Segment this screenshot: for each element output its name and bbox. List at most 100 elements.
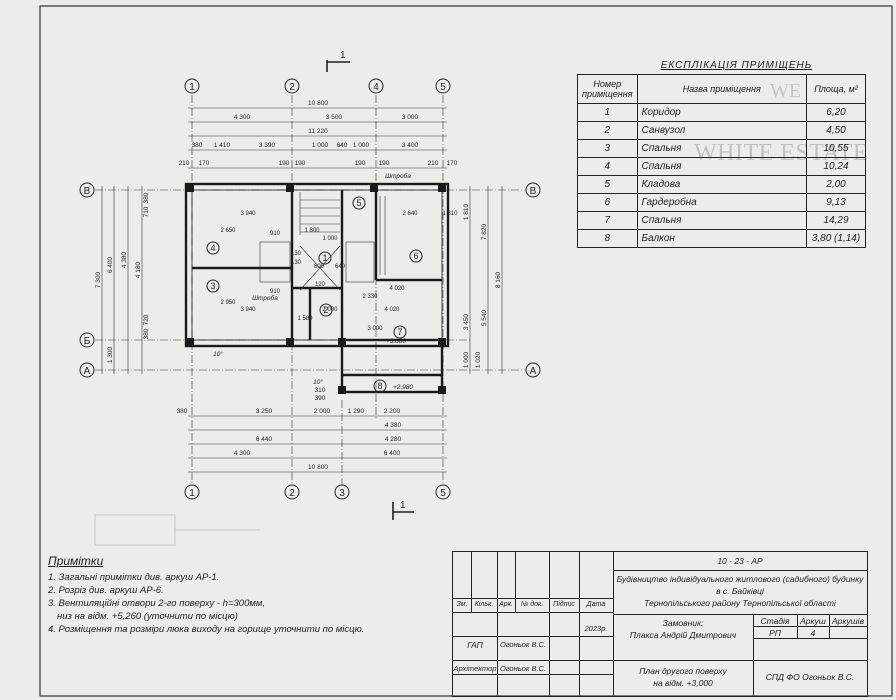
explication-title: ЕКСПЛІКАЦІЯ ПРИМІЩЕНЬ [660, 60, 813, 71]
note-item: низ на відм. +5,260 (уточнити по місцю) [57, 611, 238, 622]
room-dim-3: 2 950 [220, 300, 236, 306]
dim-left-e: 1 300 [107, 346, 114, 363]
stamp-customer-label: Замовник: [662, 618, 704, 628]
dim-top-g: 1 000 [312, 142, 329, 149]
stamp-company: СПД ФО Огоньок В.С. [765, 672, 855, 682]
axis-top-1: 1 [189, 82, 195, 93]
room-dim-17: 640 [335, 264, 346, 270]
stamp-sheet-header: Аркуш [800, 616, 826, 626]
axis-right-a: А [530, 366, 537, 377]
dim-top-i: 1 000 [353, 142, 370, 149]
slope-2: 10° [313, 378, 323, 386]
axis-top-2: 2 [289, 82, 295, 93]
dim-right-a: 8 160 [495, 271, 502, 288]
room-dim-9: 3 000 [367, 326, 383, 332]
dim-top-s8: 170 [447, 160, 458, 167]
dim-top-s1: 210 [179, 160, 190, 167]
room-number: 8 [577, 229, 638, 248]
axis-bottom-2: 2 [289, 488, 295, 499]
dim-left-i: 720 [143, 314, 150, 325]
dim-bot-l: 310 [315, 387, 326, 394]
room-number: 3 [577, 139, 638, 158]
dim-left-d: 4 180 [135, 261, 142, 278]
dim-bot-total: 10 800 [308, 464, 328, 471]
stamp-location1: в с. Байківці [716, 586, 764, 596]
room-dim-18: 800 [314, 264, 325, 270]
stamp-role-architect: Архітектор [453, 664, 497, 673]
stamp-sheet-title2: на відм. +3,000 [653, 678, 713, 688]
dim-left-h: 380 [143, 328, 150, 339]
room-dim-15: 130 [291, 251, 302, 257]
room-4: 4 [210, 243, 215, 253]
dim-bot-a: 3 250 [256, 408, 273, 415]
axis-bottom-3: 3 [339, 488, 345, 499]
dim-bot-c: 2 200 [384, 408, 401, 415]
explication-header-number: Номер приміщення [577, 74, 638, 104]
dim-right-g: 1 020 [475, 351, 482, 368]
dim-right-d: 3 450 [463, 313, 470, 330]
room-dim-5: 2 640 [402, 211, 418, 217]
axis-left-b: Б [84, 336, 91, 347]
room-number: 6 [577, 193, 638, 212]
room-area: 2,00 [806, 175, 866, 194]
notes-title: Примітки [48, 554, 104, 568]
stamp-project: Будівництво індивідуального житлового (с… [616, 574, 864, 584]
room-6: 6 [413, 251, 418, 261]
note-item: 3. Вентиляційні отвори 2-го поверху - h=… [48, 598, 266, 609]
dim-top-e: 1 410 [214, 142, 231, 149]
dim-bot-e: 380 [177, 408, 188, 415]
stamp-col-date: Дата [586, 601, 606, 608]
dim-left-f: 380 [143, 192, 150, 203]
title-block: 10 - 23 - АР Будівництво індивідуального… [452, 551, 868, 697]
room-number: 7 [577, 211, 638, 230]
room-area: 10,24 [806, 157, 866, 176]
room-5: 5 [356, 198, 361, 208]
dim-bot-d: 1 290 [348, 408, 365, 415]
room-dim-19: 120 [315, 282, 326, 288]
room-dim-6: 4 020 [389, 286, 405, 292]
slope-1: 10° [213, 350, 223, 358]
note-item: 2. Розріз див. аркуш АР-6. [48, 585, 164, 596]
axis-right-v: В [530, 186, 537, 197]
room-area: 3,80 (1,14) [806, 229, 866, 248]
dim-bot-b: 2 000 [314, 408, 331, 415]
section-mark-top: 1 [340, 50, 346, 61]
stamp-name-gap: Огоньок В.С. [499, 640, 547, 649]
room-dim-20: 1 800 [304, 228, 320, 234]
stair-label-left: Штроба [252, 294, 278, 302]
axis-top-4: 4 [373, 82, 379, 93]
dim-bot-g: 6 440 [256, 436, 273, 443]
stamp-customer: Плакса Андрій Дмитрович [629, 630, 737, 640]
notes-block: Примітки 1. Загальні примітки див. аркуш… [48, 555, 448, 636]
room-dim-14: 910 [270, 289, 281, 295]
level-balcony: +2.980 [393, 384, 413, 391]
room-area: 9,13 [806, 193, 866, 212]
dim-right-b: 5 540 [481, 309, 488, 326]
room-number: 5 [577, 175, 638, 194]
dim-bot-f: 4 380 [385, 422, 402, 429]
dim-top-f: 3 390 [259, 142, 276, 149]
stamp-sheets-header: Аркушів [831, 616, 865, 626]
room-dim-11: 1 810 [442, 211, 458, 217]
room-dim-1: 3 940 [240, 211, 256, 217]
room-name: Коридор [636, 103, 808, 122]
axis-left-a: А [84, 366, 91, 377]
room-dim-8: 2 000 [322, 307, 338, 313]
stamp-col-sign: Підпис [553, 601, 575, 608]
stamp-location2: Тернопільського району Тернопільської об… [644, 598, 836, 608]
explication-header-name: Назва приміщення [636, 74, 808, 104]
dim-left-g: 710 [143, 206, 150, 217]
stamp-stage-header: Стадія [760, 616, 790, 626]
room-name: Спальня [636, 139, 808, 158]
dim-top-s4: 190 [295, 160, 306, 167]
room-1: 1 [322, 253, 327, 263]
note-item: 1. Загальні примітки див. аркуш АР-1. [48, 572, 220, 583]
stamp-sheet: 4 [810, 628, 816, 638]
stamp-col-sheet: Арк. [499, 601, 513, 608]
stair-label-top: Штроба [385, 172, 411, 180]
room-dim-2: 2 650 [220, 228, 236, 234]
dim-top-total: 10 800 [308, 100, 328, 107]
dim-left-c: 4 380 [121, 251, 128, 268]
